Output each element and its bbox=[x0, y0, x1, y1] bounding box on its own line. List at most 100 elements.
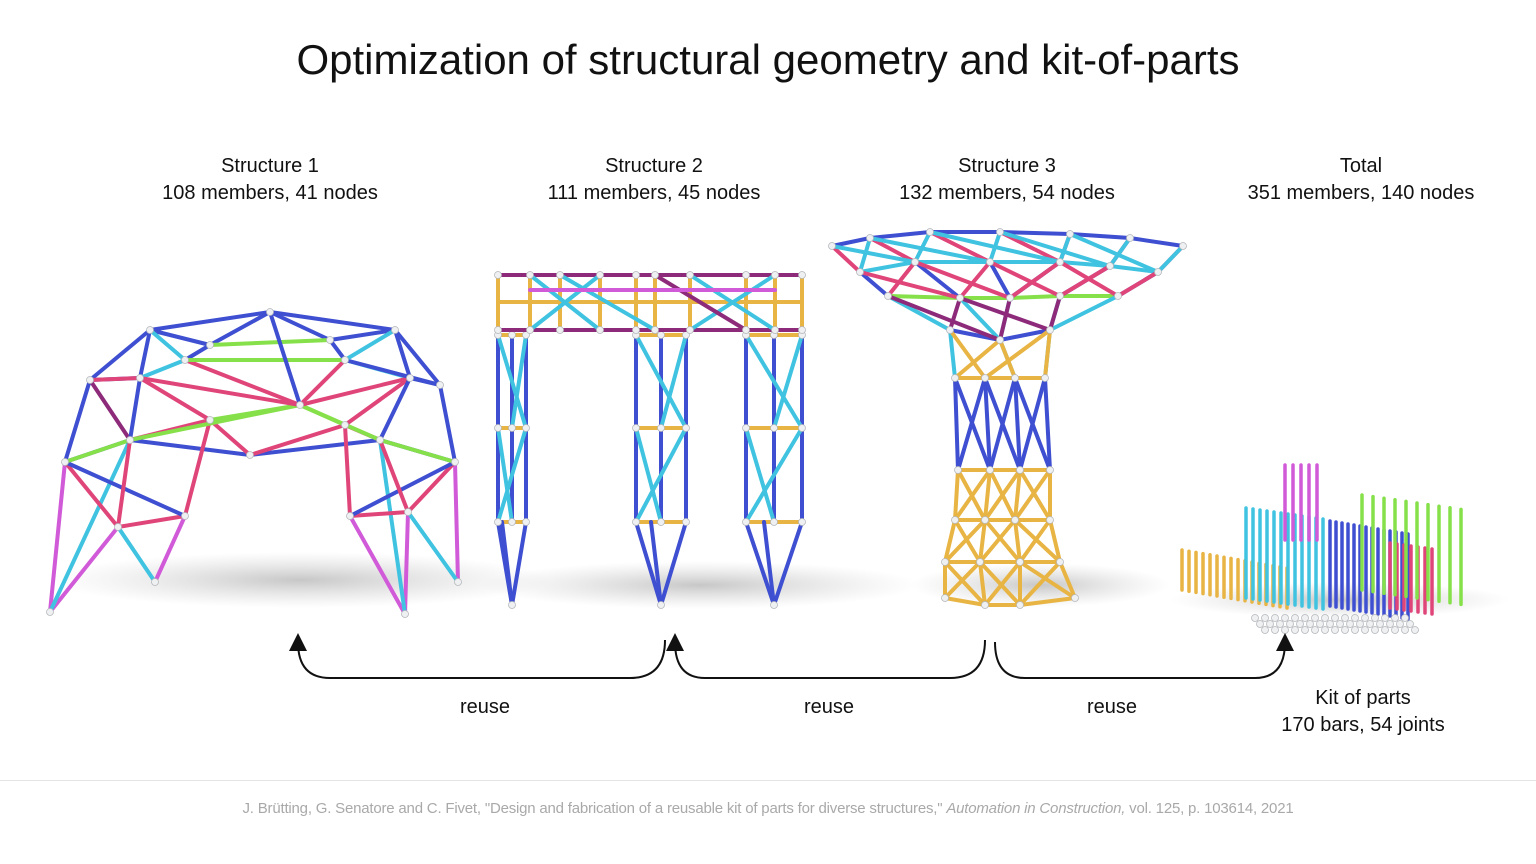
kit-shadow bbox=[1170, 582, 1510, 618]
tower-bar bbox=[943, 596, 987, 607]
kit-of-parts-label: Kit of parts 170 bars, 54 joints bbox=[1213, 685, 1513, 739]
tower-bar bbox=[1108, 264, 1160, 274]
tower-bar bbox=[913, 260, 962, 300]
dome-bar bbox=[343, 423, 352, 518]
truss-node bbox=[1331, 614, 1339, 622]
truss-node bbox=[632, 271, 640, 279]
truss-node bbox=[1291, 626, 1299, 634]
truss-node bbox=[1351, 614, 1359, 622]
truss-node bbox=[946, 326, 954, 334]
truss-node bbox=[771, 326, 779, 334]
truss-node bbox=[1371, 614, 1379, 622]
dome-bar bbox=[378, 438, 457, 464]
truss-node bbox=[1351, 626, 1359, 634]
truss-node bbox=[391, 326, 399, 334]
tower-bar bbox=[830, 236, 872, 248]
tower-bar bbox=[953, 468, 992, 522]
dome-bar bbox=[63, 438, 132, 464]
truss-node bbox=[522, 424, 530, 432]
slide-title: Optimization of structural geometry and … bbox=[296, 36, 1240, 83]
truss-node bbox=[1006, 294, 1014, 302]
truss-node bbox=[596, 326, 604, 334]
kit-name: Kit of parts bbox=[1315, 687, 1411, 709]
truss-node bbox=[404, 508, 412, 516]
truss-node bbox=[341, 421, 349, 429]
truss-node bbox=[1046, 326, 1054, 334]
truss-node bbox=[1391, 614, 1399, 622]
tower-bar bbox=[978, 518, 987, 564]
truss-node bbox=[986, 466, 994, 474]
truss-node bbox=[1301, 626, 1309, 634]
dome-bar bbox=[208, 338, 332, 347]
tower-bar bbox=[983, 560, 1022, 607]
reuse-label-3: reuse bbox=[1086, 696, 1138, 718]
tower-bar bbox=[978, 518, 1017, 564]
truss-node bbox=[742, 518, 750, 526]
truss-node bbox=[206, 341, 214, 349]
truss-node bbox=[556, 326, 564, 334]
truss-node bbox=[981, 374, 989, 382]
truss-node bbox=[1301, 614, 1309, 622]
tower-bar bbox=[953, 376, 960, 472]
dome-bar bbox=[328, 328, 397, 342]
truss-node bbox=[1041, 374, 1049, 382]
dome-bar bbox=[348, 514, 407, 616]
truss-node bbox=[1281, 614, 1289, 622]
truss-node bbox=[686, 271, 694, 279]
tower-bar bbox=[928, 230, 992, 264]
structure-2-arcade bbox=[494, 271, 806, 609]
tower-bar bbox=[868, 230, 932, 240]
dome-bar bbox=[116, 525, 157, 584]
truss-node bbox=[146, 326, 154, 334]
truss-node bbox=[346, 512, 354, 520]
truss-node bbox=[1179, 242, 1187, 250]
leg-bar bbox=[772, 333, 804, 430]
tower-bar bbox=[886, 294, 962, 300]
total-label: Total 351 members, 140 nodes bbox=[1211, 153, 1511, 207]
truss-node bbox=[651, 271, 659, 279]
leg-bar bbox=[496, 333, 528, 430]
truss-node bbox=[770, 424, 778, 432]
tower-bar bbox=[1018, 468, 1052, 522]
tower-bar bbox=[1018, 560, 1062, 607]
truss-node bbox=[951, 516, 959, 524]
tower-bar bbox=[886, 294, 1002, 342]
truss-node bbox=[1356, 620, 1364, 628]
reuse-label-1: reuse bbox=[459, 696, 511, 718]
truss-node bbox=[1321, 626, 1329, 634]
truss-node bbox=[1271, 614, 1279, 622]
structure-3-label: Structure 3 132 members, 54 nodes bbox=[857, 153, 1157, 207]
truss-node bbox=[1306, 620, 1314, 628]
truss-node bbox=[742, 271, 750, 279]
leg-bar bbox=[634, 333, 688, 430]
deck-bar bbox=[558, 273, 657, 332]
structure-2-stats: 111 members, 45 nodes bbox=[547, 182, 761, 204]
truss-node bbox=[1381, 626, 1389, 634]
citation-suffix: vol. 125, p. 103614, 2021 bbox=[1125, 800, 1294, 817]
truss-node bbox=[884, 292, 892, 300]
truss-node bbox=[1056, 258, 1064, 266]
dome-bar bbox=[298, 358, 347, 407]
truss-node bbox=[451, 458, 459, 466]
truss-node bbox=[181, 356, 189, 364]
truss-node bbox=[1411, 626, 1419, 634]
tower-bar bbox=[1068, 232, 1132, 240]
truss-node bbox=[856, 268, 864, 276]
truss-node bbox=[1336, 620, 1344, 628]
truss-node bbox=[1366, 620, 1374, 628]
truss-node bbox=[401, 610, 409, 618]
footer-divider bbox=[0, 780, 1536, 781]
truss-node bbox=[114, 523, 122, 531]
truss-node bbox=[341, 356, 349, 364]
truss-node bbox=[976, 558, 984, 566]
dome-bar bbox=[116, 514, 187, 529]
dome-bar bbox=[248, 438, 382, 457]
truss-node bbox=[136, 374, 144, 382]
truss-node bbox=[556, 271, 564, 279]
dome-bar bbox=[268, 310, 397, 332]
citation-prefix: J. Brütting, G. Senatore and C. Fivet, "… bbox=[242, 800, 947, 817]
truss-node bbox=[956, 294, 964, 302]
truss-node bbox=[1341, 626, 1349, 634]
truss-node bbox=[770, 601, 778, 609]
reuse-arrow-2 bbox=[666, 633, 986, 679]
